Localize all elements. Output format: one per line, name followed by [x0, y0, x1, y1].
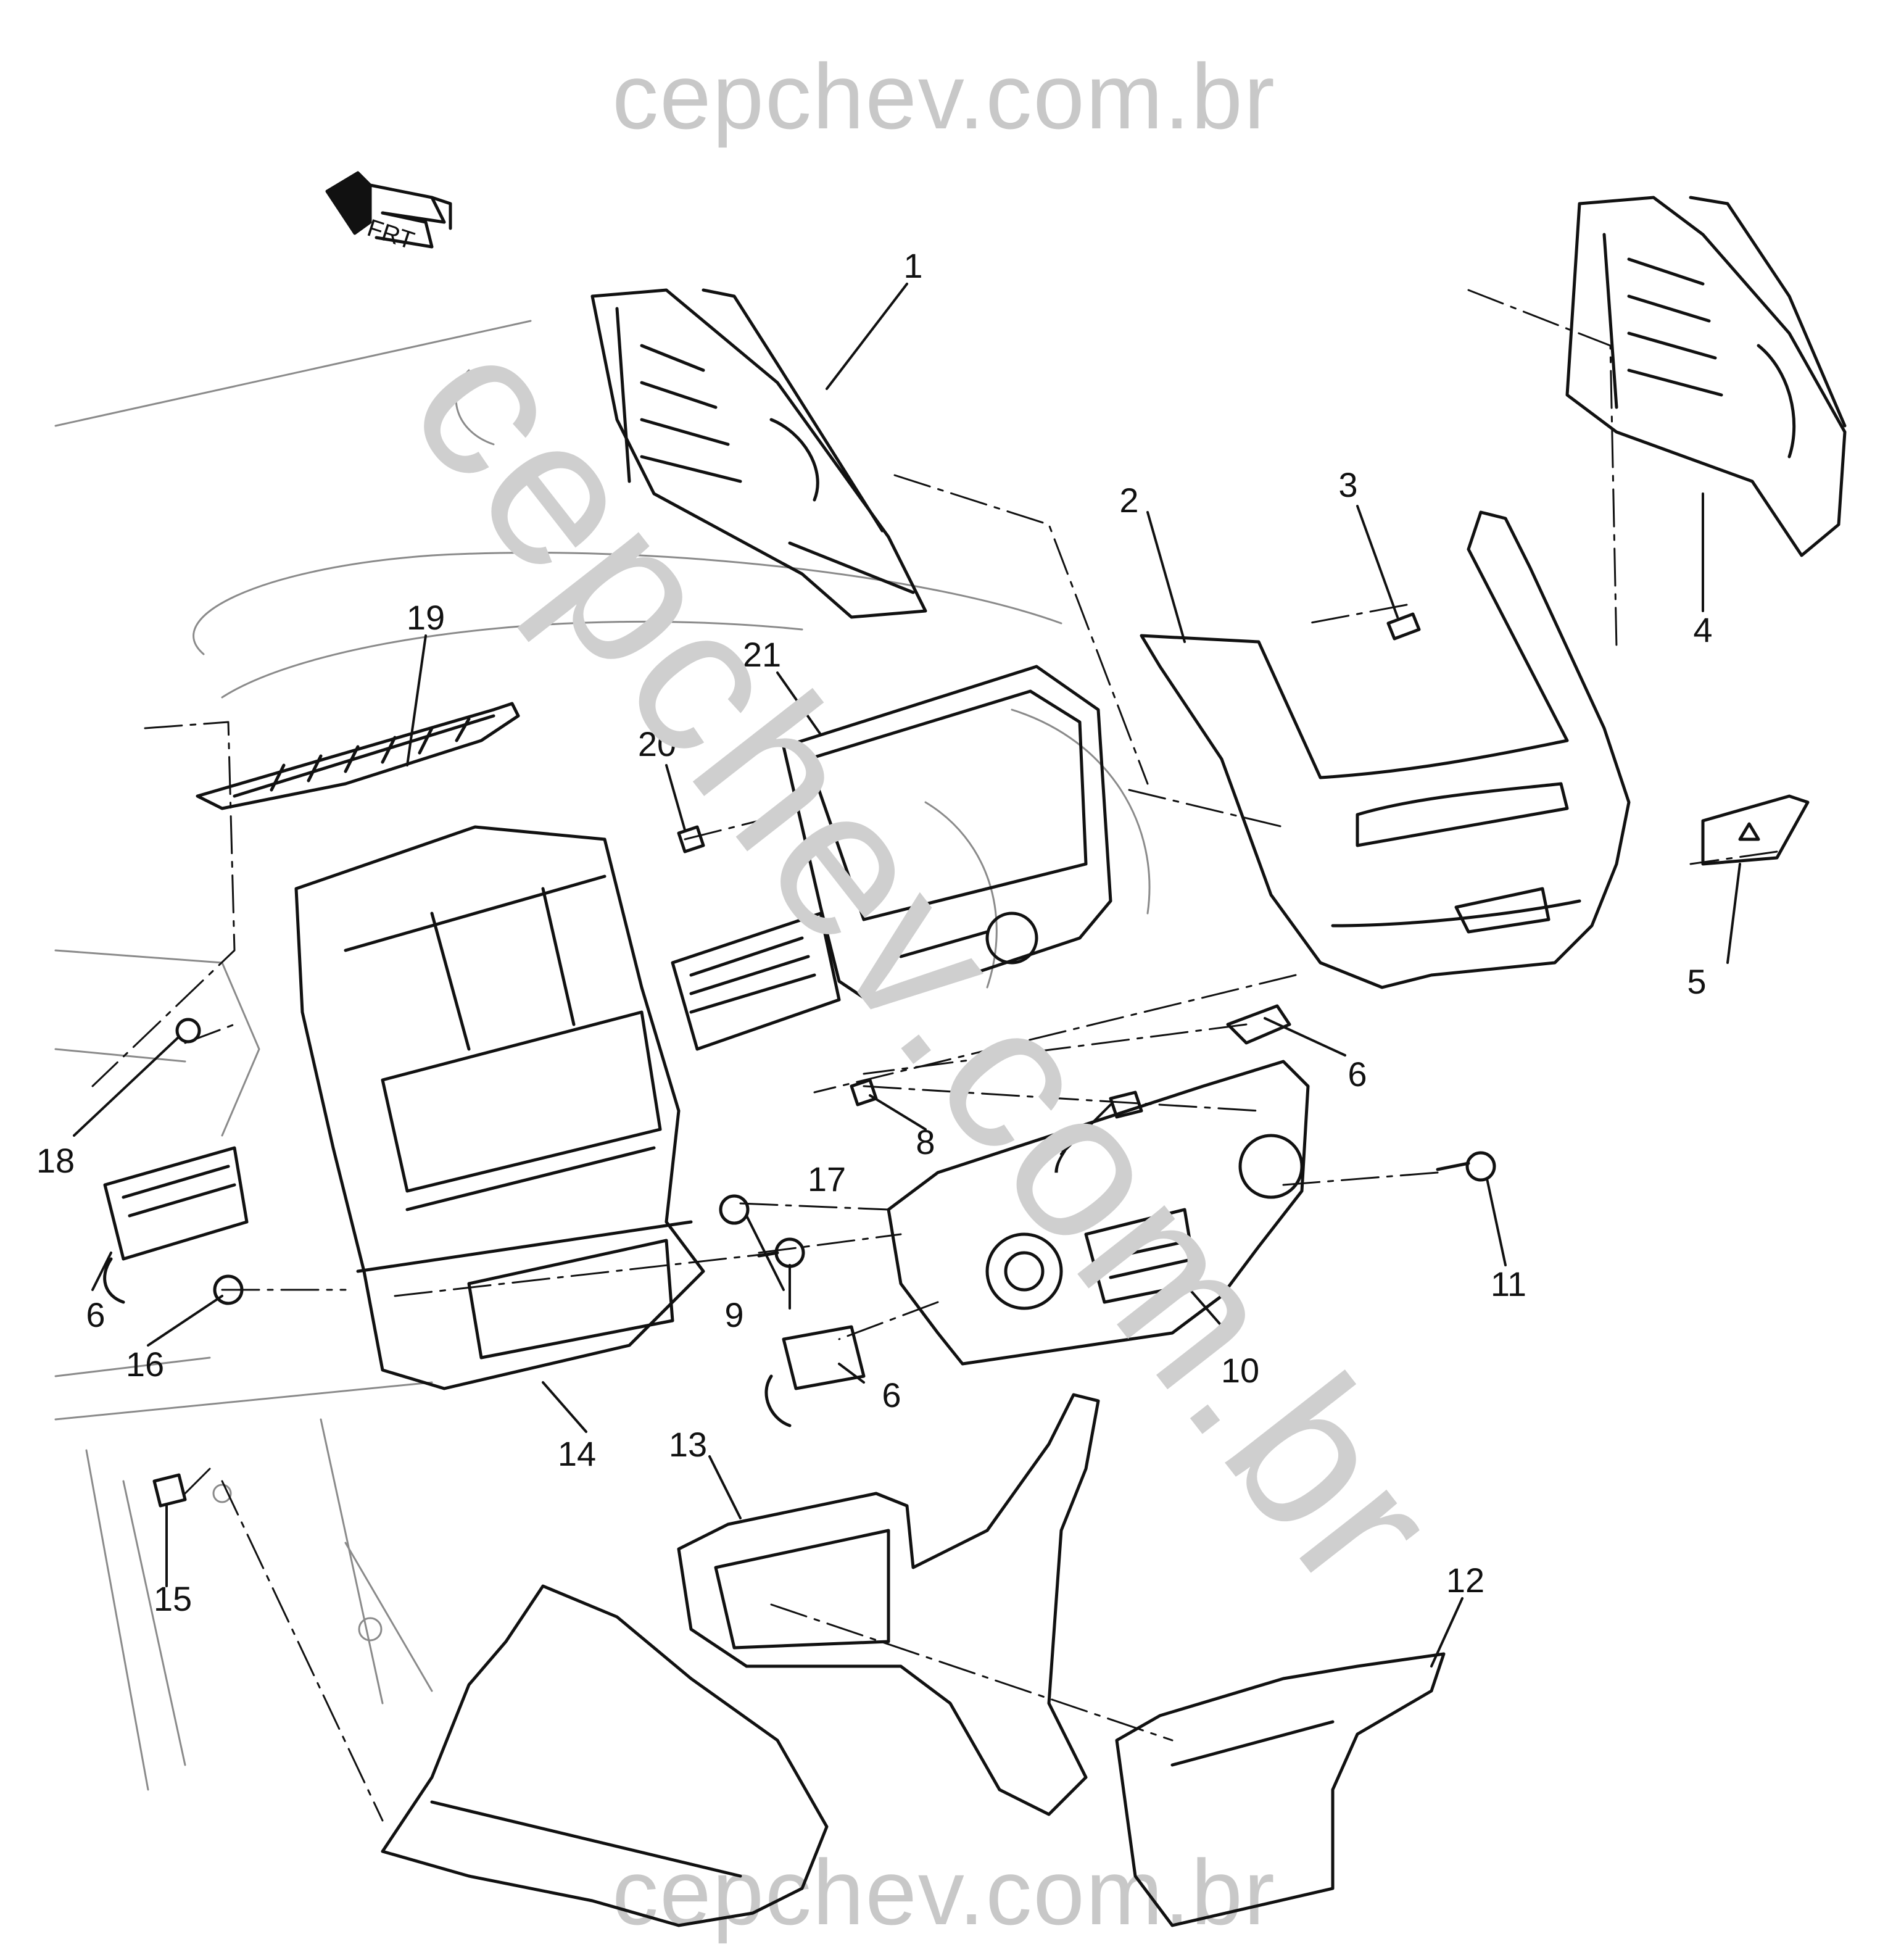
callout-leaders [73, 283, 1741, 1667]
part-18-screw [175, 1018, 201, 1044]
front-direction-label: FRT [364, 214, 418, 255]
callout-6-left: 6 [86, 1295, 105, 1334]
callout-13: 13 [669, 1425, 707, 1464]
callout-12: 12 [1446, 1561, 1484, 1600]
callout-6-upper: 6 [1348, 1055, 1367, 1094]
part-2-center-bezel [1140, 510, 1631, 989]
dashboard-ghost-outline [54, 320, 1151, 1791]
callout-1: 1 [903, 246, 922, 285]
part-12-right-panel [1115, 1652, 1446, 1927]
callout-15: 15 [154, 1579, 192, 1618]
part-14-radio-bracket [294, 825, 705, 1390]
callout-2: 2 [1119, 481, 1138, 520]
callout-21: 21 [743, 635, 781, 674]
part-21-radio-display [671, 665, 1112, 1051]
callout-18: 18 [36, 1141, 75, 1180]
part-10-climate-control [887, 1060, 1310, 1366]
callout-17: 17 [808, 1160, 846, 1198]
callout-4: 4 [1693, 610, 1712, 649]
callout-7: 7 [1048, 1141, 1067, 1180]
part-6-connector-left [103, 1146, 249, 1304]
front-direction-arrow-icon [325, 171, 452, 249]
part-19-speaker-grille [196, 702, 520, 810]
part-11-bolt [1436, 1151, 1496, 1182]
part-7-clip [1109, 1090, 1143, 1119]
callout-16: 16 [126, 1345, 164, 1384]
watermark-top: cepchev.com.br [612, 44, 1276, 148]
callout-19: 19 [407, 598, 445, 637]
callout-10: 10 [1221, 1351, 1259, 1390]
callout-5: 5 [1687, 962, 1706, 1001]
part-6-connector-upper [1226, 1004, 1291, 1045]
part-16-nut [213, 1274, 244, 1305]
part-17-nut [719, 1194, 750, 1225]
callout-8: 8 [916, 1123, 935, 1161]
console-left-panel [381, 1584, 829, 1927]
part-6-connector-lower [764, 1325, 866, 1427]
callout-14: 14 [558, 1434, 596, 1473]
part-20-clip [677, 825, 705, 853]
part-3-clip [1386, 612, 1421, 641]
callout-numbers: 1 2 3 4 5 6 6 6 7 8 9 10 11 12 13 14 15 … [36, 246, 1713, 1618]
callout-9: 9 [724, 1295, 743, 1334]
leader-lines [91, 289, 1778, 1822]
callout-3: 3 [1338, 465, 1357, 504]
part-5-hazard-switch [1701, 794, 1810, 866]
callout-11: 11 [1491, 1264, 1526, 1303]
callout-20: 20 [638, 725, 676, 763]
part-13-console-trim [677, 1393, 1100, 1816]
part-15-clip [152, 1473, 187, 1508]
callout-6-lower: 6 [882, 1376, 901, 1414]
watermark-bottom: cepchev.com.br [612, 1840, 1276, 1944]
part-4-right-air-vent [1565, 196, 1847, 557]
part-1-left-air-vent [590, 288, 927, 619]
